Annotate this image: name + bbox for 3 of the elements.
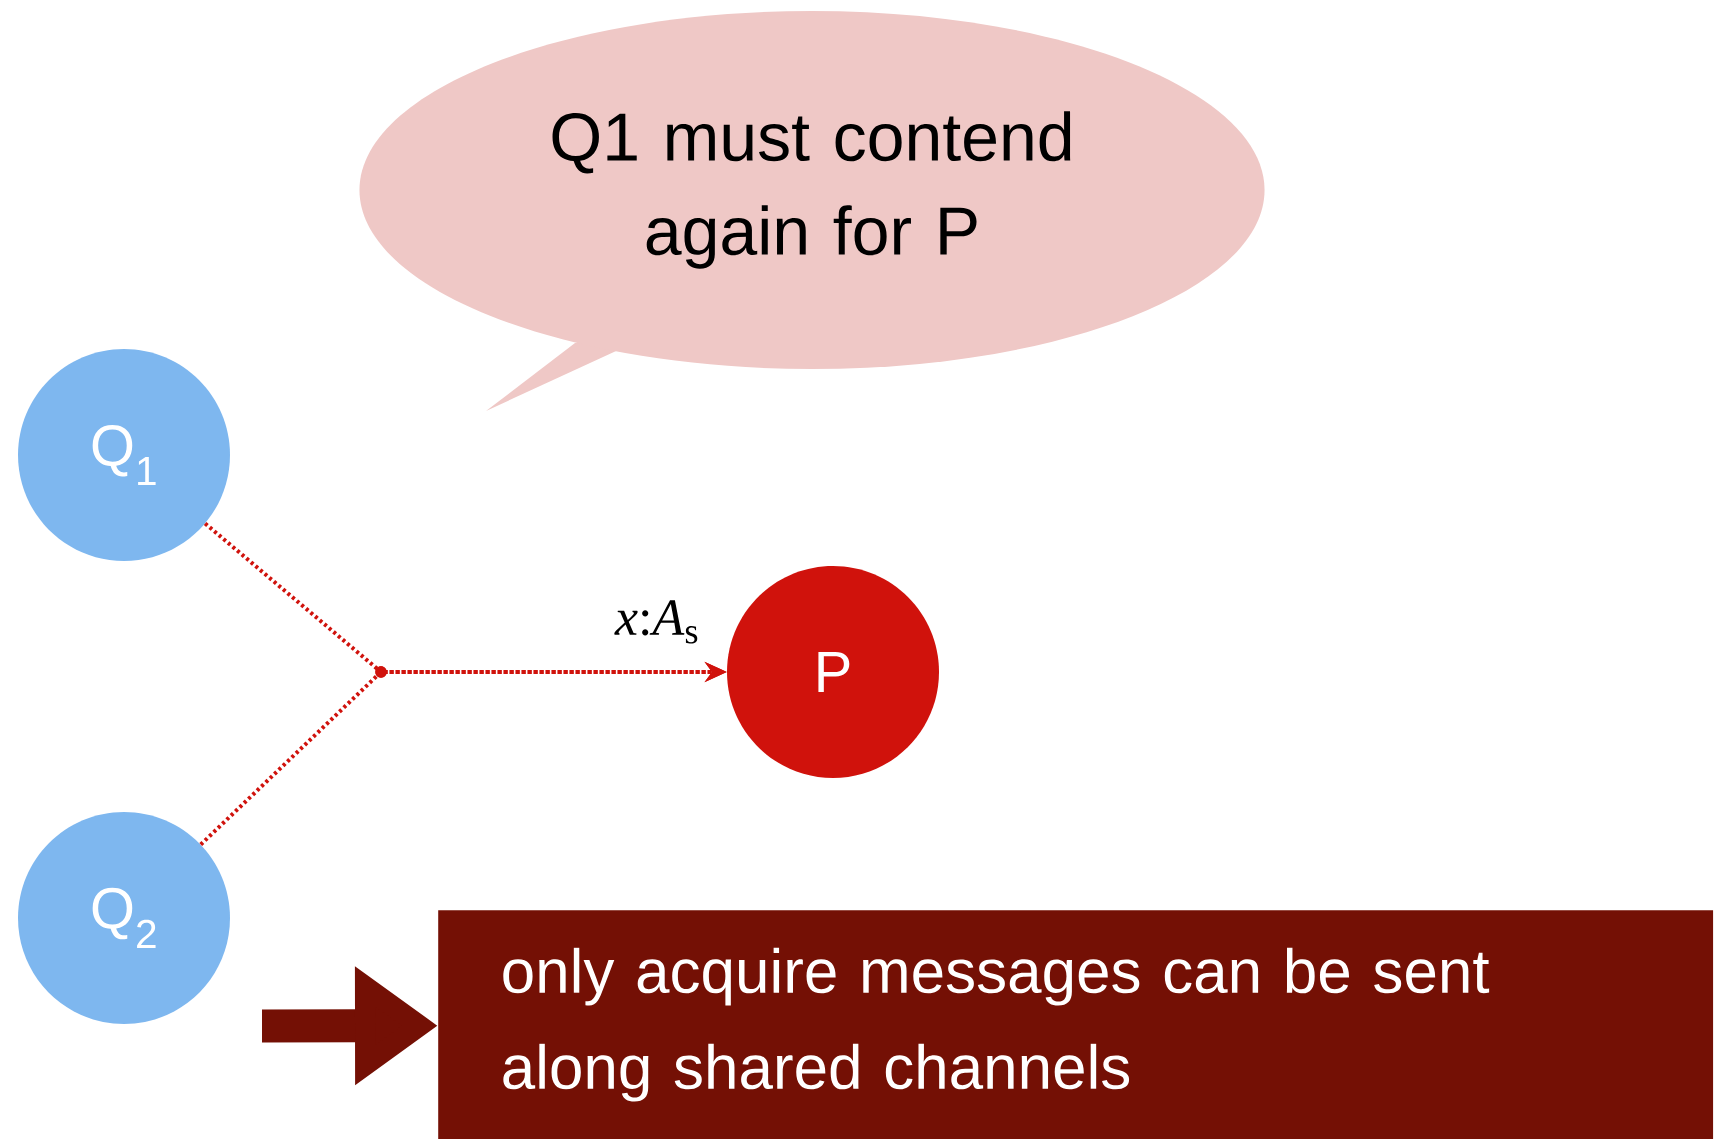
speech-bubble: Q1 must contend again for P — [359, 11, 1265, 411]
edge-label: x:A$_{s}$ — [612, 598, 702, 646]
message-box: only acquire messages can be sent along shared channels — [438, 910, 1714, 1139]
